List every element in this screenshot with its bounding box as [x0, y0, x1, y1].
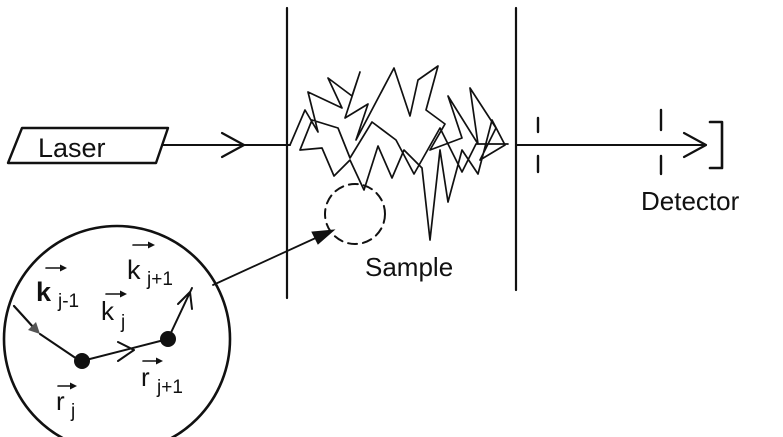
- laser-label: Laser: [38, 133, 106, 163]
- r-next-symbol: r: [141, 362, 150, 392]
- inset-connector: [212, 229, 336, 286]
- kj-arrowhead: [117, 341, 135, 362]
- k-cur-subscript: j: [120, 312, 125, 333]
- exit-beam: [515, 108, 708, 176]
- incoming-k-arrowhead: [28, 322, 40, 334]
- laser-box: [6, 126, 170, 165]
- k-next-subscript: j+1: [146, 269, 173, 290]
- scattering-random-walk: [289, 65, 509, 241]
- inset-connector-arrowhead: [311, 229, 336, 245]
- incident-beam-arrowhead: [220, 131, 246, 159]
- r-cur-subscript: j: [70, 401, 75, 422]
- inset-circle: [2, 224, 232, 437]
- path-segment-out: [167, 287, 193, 340]
- k-prev-subscript: j-1: [57, 291, 79, 312]
- out-arrowhead: [177, 291, 193, 310]
- path-segment-in: [39, 333, 81, 362]
- incoming-k-arrow: [12, 304, 36, 330]
- r-cur-vector-tip: [70, 382, 77, 390]
- k-cur-symbol: k: [101, 296, 115, 326]
- path-segment-kj: [81, 338, 169, 362]
- r-next-subscript: j+1: [156, 377, 183, 398]
- magnified-region-marker: [324, 183, 386, 245]
- k-cur-vector-tip: [120, 290, 127, 298]
- inset-connector-line: [212, 235, 321, 286]
- scattering-inset: k j-1 k j+1 k j r j r j+1: [2, 224, 232, 437]
- incident-beam: [161, 131, 291, 159]
- detector-icon: [708, 120, 724, 170]
- r-cur-symbol: r: [56, 386, 65, 416]
- sample-label: Sample: [365, 252, 453, 282]
- k-prev-symbol: k: [36, 277, 52, 307]
- k-next-symbol: k: [127, 255, 141, 285]
- k-next-vector-tip: [148, 241, 155, 249]
- laser-source: Laser: [6, 126, 170, 165]
- exit-beam-arrowhead: [682, 131, 708, 159]
- r-next-vector-tip: [156, 357, 163, 365]
- detector-label: Detector: [641, 186, 740, 216]
- k-prev-vector-tip: [60, 264, 67, 272]
